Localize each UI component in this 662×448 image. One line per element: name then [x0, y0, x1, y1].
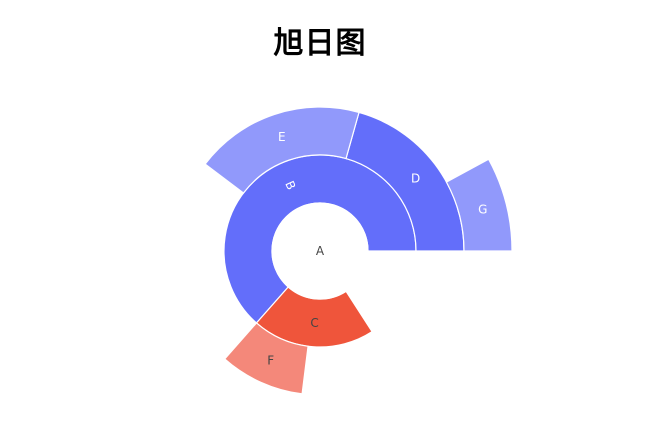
- segment-f[interactable]: [223, 322, 309, 395]
- chart-title: 旭日图: [273, 26, 367, 61]
- root-segment-a[interactable]: [271, 202, 369, 300]
- segment-g[interactable]: [445, 158, 513, 252]
- sunburst-root[interactable]: A: [271, 202, 369, 300]
- segment-e[interactable]: [204, 106, 360, 194]
